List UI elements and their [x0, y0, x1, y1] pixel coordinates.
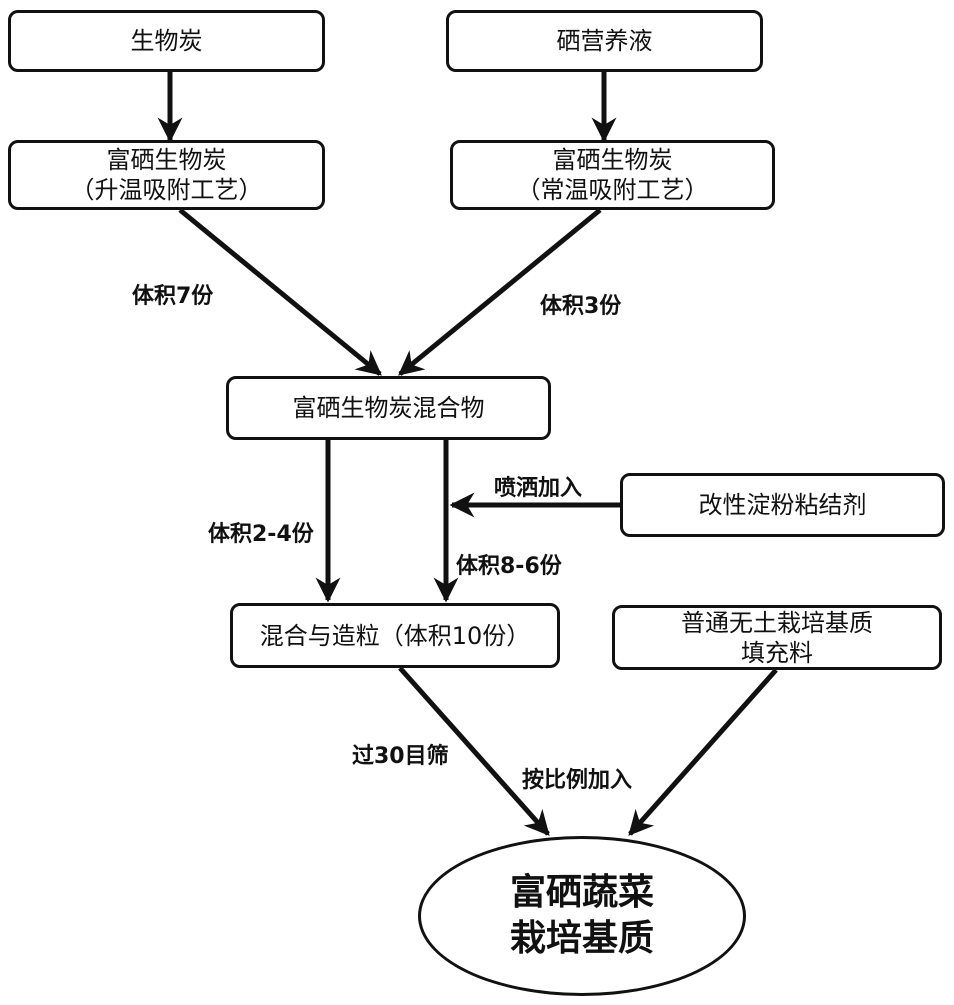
edge-room-to-mixture — [398, 208, 602, 376]
label-spray: 喷洒加入 — [494, 476, 583, 501]
edge-filler-to-result — [628, 668, 778, 836]
label-vol8-6: 体积8-6份 — [456, 554, 562, 579]
node-se-biochar-room-line1: 富硒生物炭 — [552, 146, 673, 174]
label-vol7: 体积7份 — [132, 284, 214, 309]
edge-heat-to-mixture — [178, 208, 382, 376]
node-result: 富硒蔬菜 栽培基质 — [418, 836, 746, 996]
node-granulation-label: 混合与造粒（体积10份） — [259, 621, 531, 650]
node-mixture-label: 富硒生物炭混合物 — [292, 394, 485, 422]
node-se-biochar-heat: 富硒生物炭 （升温吸附工艺） — [8, 140, 325, 210]
node-mixture: 富硒生物炭混合物 — [226, 376, 551, 440]
label-vol3: 体积3份 — [540, 294, 622, 319]
node-filler-line2: 填充料 — [741, 638, 813, 667]
node-biochar-label: 生物炭 — [130, 27, 203, 55]
node-binder: 改性淀粉粘结剂 — [620, 473, 945, 537]
node-se-biochar-heat-line2: （升温吸附工艺） — [70, 176, 263, 204]
node-se-biochar-room: 富硒生物炭 （常温吸附工艺） — [450, 140, 775, 210]
node-se-solution-label: 硒营养液 — [556, 27, 653, 55]
node-granulation: 混合与造粒（体积10份） — [230, 603, 560, 668]
label-sieve: 过30目筛 — [352, 744, 449, 769]
edge-granulation-to-result — [398, 666, 550, 836]
label-vol2-4: 体积2-4份 — [208, 522, 314, 547]
node-result-line2: 栽培基质 — [509, 918, 654, 959]
label-ratio: 按比例加入 — [522, 768, 633, 793]
node-result-line1: 富硒蔬菜 — [509, 872, 654, 913]
node-se-biochar-room-line2: （常温吸附工艺） — [516, 176, 709, 204]
node-filler: 普通无土栽培基质 填充料 — [612, 605, 942, 670]
node-se-solution: 硒营养液 — [446, 10, 763, 72]
node-se-biochar-heat-line1: 富硒生物炭 — [106, 146, 227, 174]
node-biochar: 生物炭 — [8, 10, 325, 72]
node-binder-label: 改性淀粉粘结剂 — [698, 491, 867, 519]
node-filler-line1: 普通无土栽培基质 — [681, 608, 873, 637]
